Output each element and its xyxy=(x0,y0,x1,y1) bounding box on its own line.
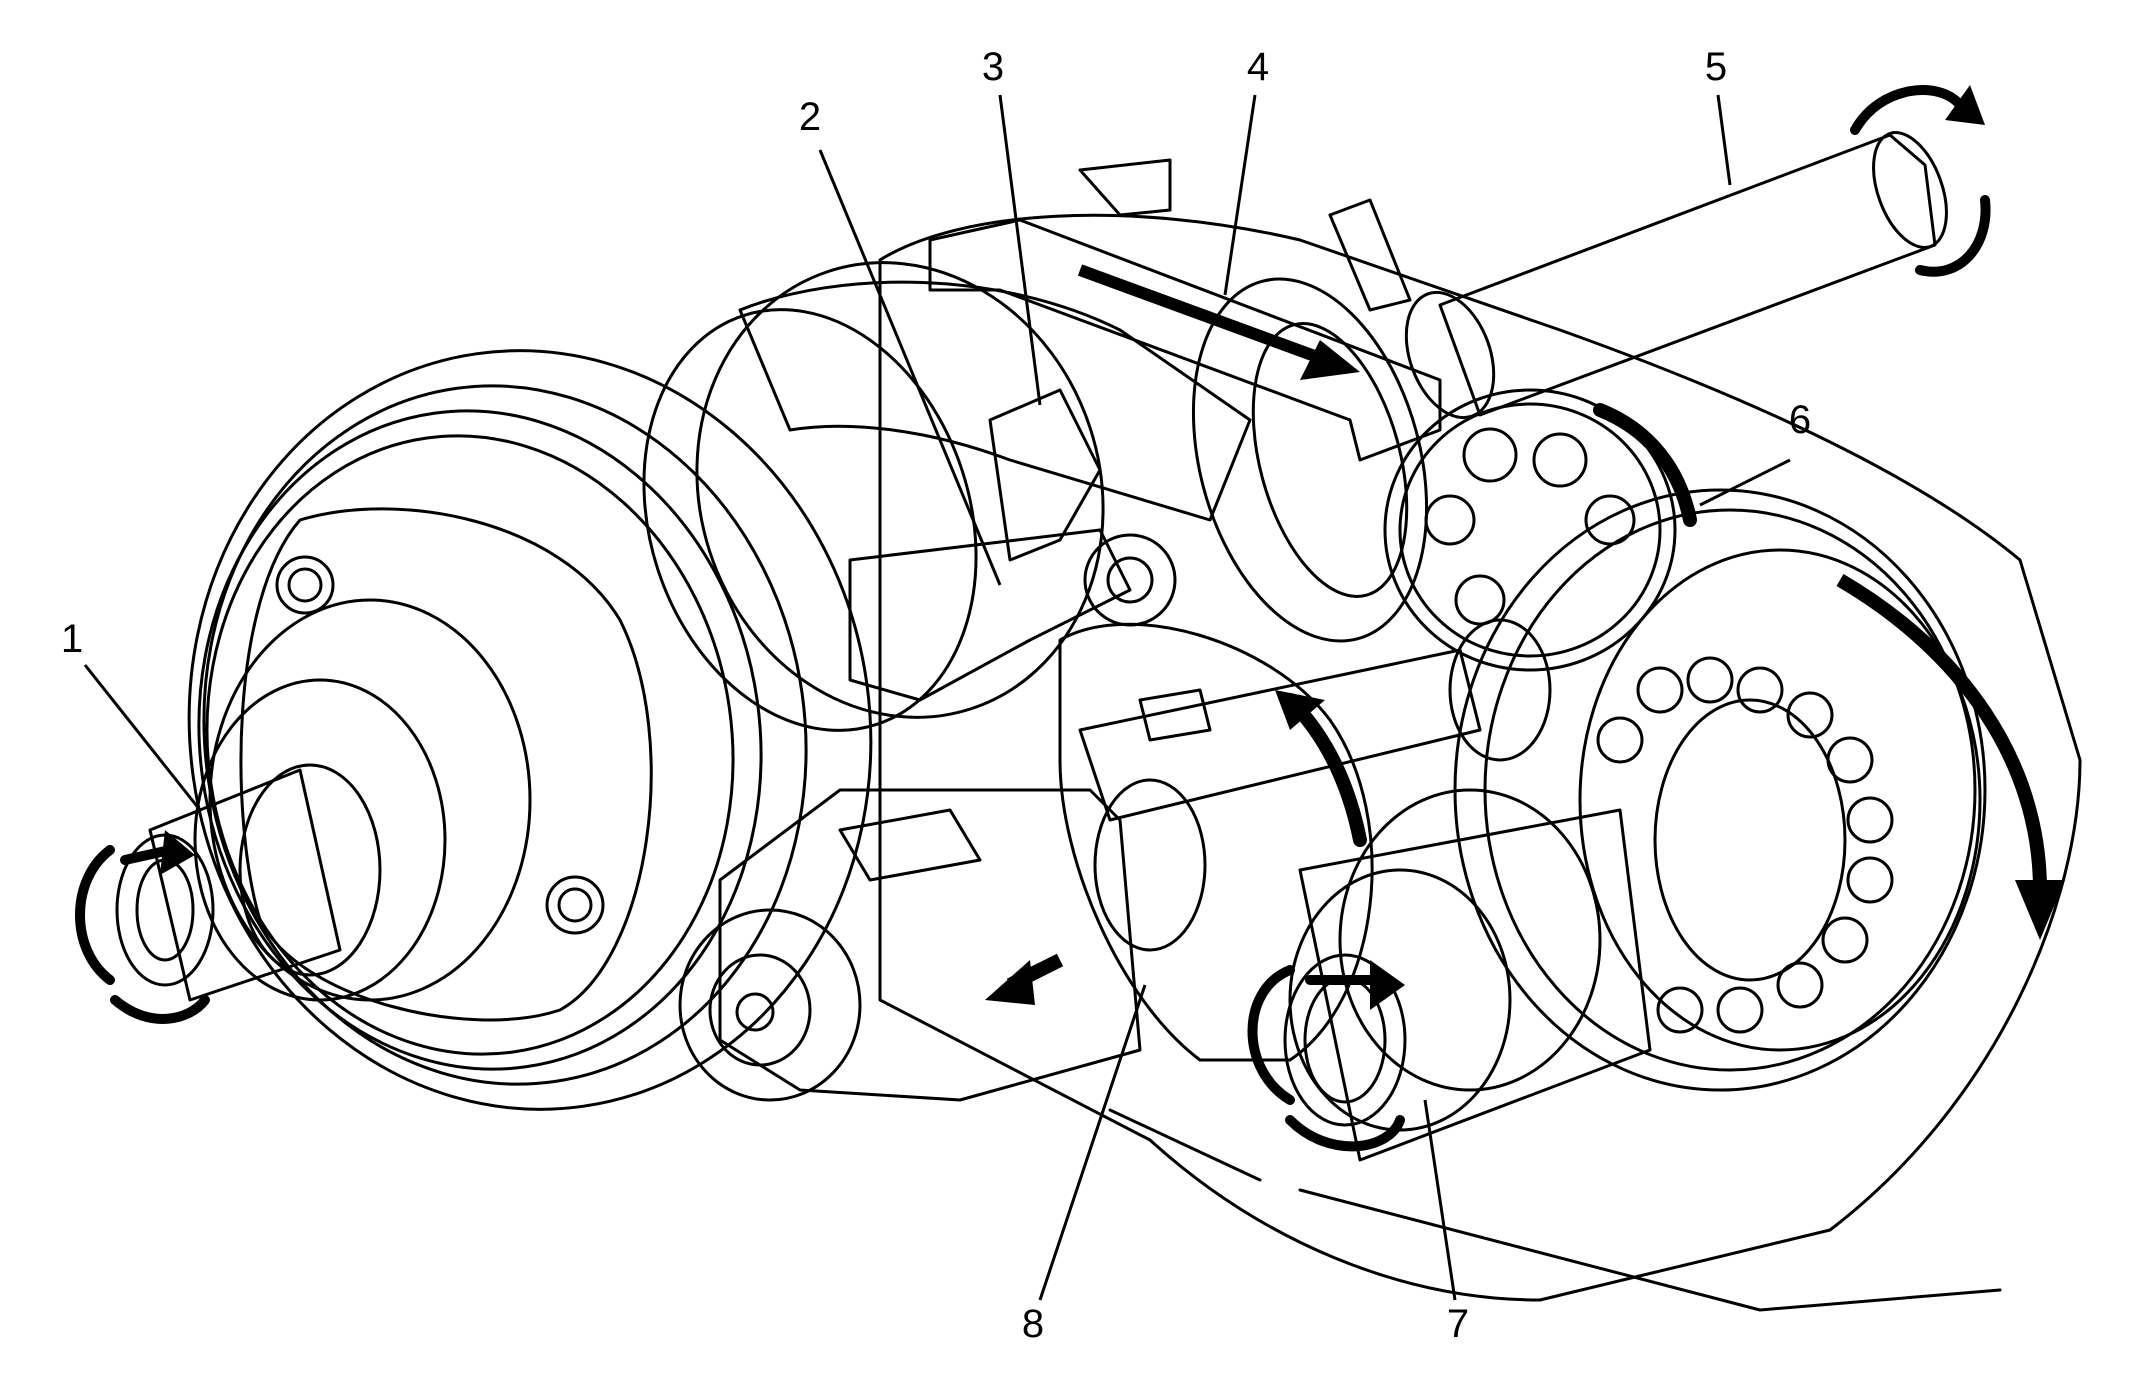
leader-line-6 xyxy=(1699,458,1791,507)
callout-labels: 1 2 3 4 5 6 7 8 xyxy=(61,45,1811,1346)
planetary-ring-gear xyxy=(187,349,873,1111)
rotation-arrow-large-gear-icon xyxy=(1836,573,2065,940)
rotation-arrow-shaft-5-icon xyxy=(1850,85,1991,277)
leader-line-3 xyxy=(998,94,1042,406)
callout-3: 3 xyxy=(982,45,1004,89)
leader-line-8 xyxy=(1038,984,1147,1301)
callout-2: 2 xyxy=(799,95,821,139)
leader-line-2 xyxy=(818,149,1002,586)
upper-clutch-drum xyxy=(642,261,1429,732)
shift-direction-arrow-collar-icon xyxy=(985,953,1064,1005)
shift-direction-arrow-4-icon xyxy=(1077,264,1360,380)
callout-8: 8 xyxy=(1022,1302,1044,1346)
callout-7: 7 xyxy=(1447,1302,1469,1346)
callout-4: 4 xyxy=(1247,45,1269,89)
leader-line-1 xyxy=(83,664,202,811)
shift-fork-4 xyxy=(928,158,1442,462)
output-shaft-5 xyxy=(1404,131,1948,420)
intermediate-shaft xyxy=(1078,618,1552,822)
carrier-plate xyxy=(1058,622,1374,1062)
callout-6: 6 xyxy=(1789,398,1811,442)
driven-gear-large xyxy=(1453,488,1987,1092)
shift-collar xyxy=(678,778,1207,1102)
rotation-arrow-shaft-1-icon xyxy=(75,830,210,1024)
callout-1: 1 xyxy=(61,617,83,661)
carrier-cover xyxy=(193,507,653,1022)
transmission-housing xyxy=(878,213,2082,1312)
leader-line-4 xyxy=(1223,94,1257,296)
carrier-arm-2 xyxy=(848,528,1177,702)
leader-line-5 xyxy=(1716,94,1732,186)
input-shaft-1 xyxy=(115,763,382,1002)
leader-line-7 xyxy=(1423,1099,1457,1301)
callout-5: 5 xyxy=(1705,45,1727,89)
rotation-arrow-sleeve-7-icon xyxy=(1247,960,1405,1152)
leader-lines xyxy=(83,94,1791,1301)
